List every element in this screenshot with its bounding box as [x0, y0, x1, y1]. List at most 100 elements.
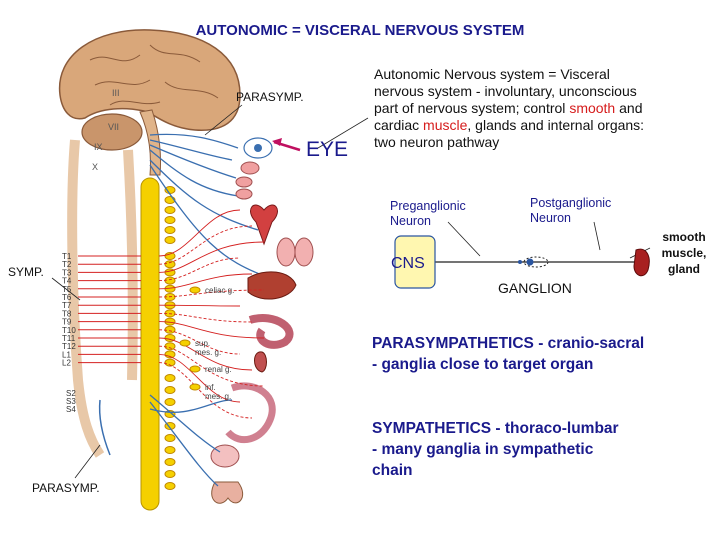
ganglion-name: inf.mes. g.: [205, 383, 231, 401]
sympathetic-fibers: [78, 209, 265, 419]
chain-ganglion: [164, 386, 176, 394]
two-neuron-pathway: [430, 221, 651, 268]
page-title: AUTONOMIC = VISCERAL NERVOUS SYSTEM: [195, 22, 525, 39]
sacral-label: S2: [66, 389, 76, 398]
sacral-nerve-fibers: [149, 394, 233, 487]
sympathetic-fiber: [158, 289, 265, 298]
cranial-nerve-labels: III VII IX X: [92, 88, 120, 172]
parasymp-top-label: PARASYMP.: [236, 90, 304, 104]
parasymp-bottom-label: PARASYMP.: [32, 481, 100, 495]
postganglionic-label: Postganglionic Neuron: [530, 196, 612, 225]
sympathetic-fiber: [158, 362, 253, 419]
cranial-label: VII: [108, 122, 119, 132]
cns-label: CNS: [391, 255, 425, 272]
sacral-label: S4: [66, 405, 76, 414]
sympathetic-fiber: [158, 241, 265, 273]
segment-label: T12: [62, 342, 76, 351]
prevertebral-ganglion: [189, 383, 201, 391]
sympathetic-fiber: [158, 329, 241, 355]
segment-label: T9: [62, 318, 72, 327]
eye-label-pointer: [317, 117, 369, 149]
target-muscle: [633, 248, 650, 277]
brainstem: [139, 109, 161, 176]
sympathetics-summary: SYMPATHETICS - thoraco-lumbar - many gan…: [372, 420, 619, 479]
segment-label: T2: [62, 260, 72, 269]
chain-ganglion: [164, 236, 176, 244]
prevertebral-ganglion: [189, 365, 201, 373]
segment-label: T1: [62, 252, 72, 261]
chain-ganglion: [164, 260, 176, 269]
prevertebral-ganglion: [179, 339, 191, 347]
intestine-organ: [248, 314, 294, 349]
sympathetic-fiber: [158, 273, 253, 290]
sympathetic-chain: [164, 186, 176, 490]
liver-stomach-organ: [247, 271, 297, 300]
sympathetic-fiber: [158, 304, 241, 307]
cranial-label: IX: [94, 142, 103, 152]
sympathetic-fiber: [158, 209, 241, 257]
sympathetic-fiber: [158, 345, 265, 387]
kidney-organ: [254, 351, 267, 373]
segment-label: L1: [62, 350, 71, 359]
chain-ganglion: [164, 252, 176, 260]
ganglion-name: renal g.: [205, 365, 232, 374]
heart-organ: [250, 204, 278, 246]
spinal-cord: [140, 177, 160, 511]
cranial-label: X: [92, 162, 98, 172]
chain-ganglion: [164, 374, 176, 382]
colon-organ: [225, 382, 276, 444]
chain-ganglion: [164, 325, 176, 334]
chain-ganglion: [164, 358, 176, 367]
chain-ganglion: [164, 342, 176, 351]
ganglion-name: sup.mes. g.: [195, 339, 221, 357]
preganglionic-label: Preganglionic Neuron: [390, 199, 466, 228]
cranial-label: III: [112, 88, 120, 98]
chain-ganglion: [164, 470, 176, 478]
pelvic-nerve: [98, 399, 111, 456]
genital-organ: [211, 481, 244, 504]
lungs-organ: [276, 237, 314, 267]
cranial-nerve-fibers: [149, 133, 271, 279]
prevertebral-ganglion: [189, 286, 201, 294]
sympathetic-fiber: [158, 225, 253, 265]
segment-label: T4: [62, 277, 72, 286]
sympathetic-fiber: [158, 257, 241, 282]
sympathetic-fiber: [158, 312, 253, 323]
eye-organ: [243, 137, 273, 159]
parasympathetics-summary: PARASYMPATHETICS - cranio-sacral - gangl…: [372, 335, 645, 373]
sacral-label: S3: [66, 397, 76, 406]
description-paragraph: Autonomic Nervous system = Visceral nerv…: [374, 66, 645, 150]
chain-ganglion: [164, 226, 176, 234]
sympathetic-fiber: [158, 321, 265, 339]
chain-ganglion: [164, 398, 176, 406]
chain-ganglion: [164, 350, 176, 359]
ganglion-labels: celiac g. sup.mes. g. renal g. inf.mes. g.: [179, 286, 234, 401]
segment-label: T7: [62, 301, 72, 310]
brain-folds: [89, 44, 219, 106]
segment-label: T3: [62, 268, 72, 277]
chain-ganglion: [164, 446, 176, 454]
eye-label: EYE: [306, 138, 349, 161]
cerebellum: [81, 113, 143, 151]
symp-pointer: [51, 277, 81, 301]
ganglion-name: celiac g.: [205, 286, 234, 295]
glands: [235, 161, 260, 200]
parasymp-bottom-pointer: [74, 444, 101, 479]
chain-ganglion: [164, 434, 176, 442]
body-outline: [67, 139, 138, 458]
symp-label: SYMP.: [8, 265, 44, 279]
segment-label: T10: [62, 326, 76, 335]
segment-label: T6: [62, 293, 72, 302]
segment-label: T11: [62, 334, 76, 343]
segment-label: T5: [62, 285, 72, 294]
cns-cord-mini: [394, 235, 436, 289]
parasymp-top-pointer: [204, 104, 243, 136]
sympathetic-fiber: [158, 337, 253, 371]
ganglion-oval: [523, 256, 549, 268]
target-label: smooth muscle, gland: [661, 230, 707, 276]
chain-ganglion: [164, 482, 176, 490]
chain-ganglion: [164, 216, 176, 224]
chain-ganglion: [164, 206, 176, 214]
